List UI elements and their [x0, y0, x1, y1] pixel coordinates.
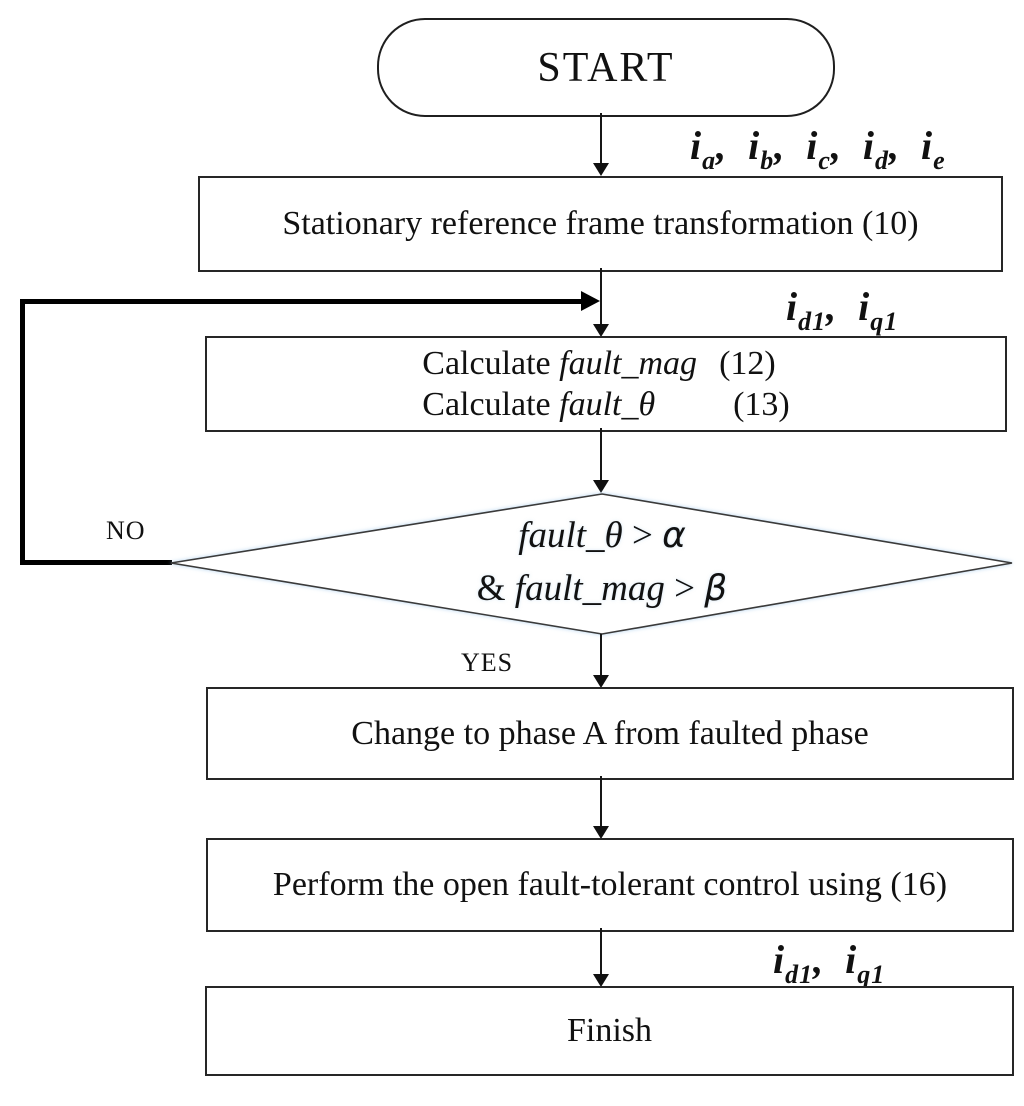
decision-line2: & fault_mag > β [476, 568, 728, 609]
label-phase-currents: ia, ib, ic, id, ie [690, 123, 946, 175]
node-change-phase-label: Change to phase A from faulted phase [351, 714, 869, 752]
arrowhead-right-icon [581, 291, 600, 311]
connector-start-transform [600, 113, 602, 165]
connector-no-loop-top [20, 299, 582, 304]
decision-line1: fault_θ > α [518, 515, 686, 556]
arrowhead-down-icon [593, 675, 609, 688]
node-decision-label: fault_θ > α & fault_mag > β [252, 509, 952, 615]
node-start-label: START [537, 44, 675, 91]
node-perform-control-label: Perform the open fault-tolerant control … [272, 866, 948, 904]
calculate-row1-text: Calculate fault_mag [422, 344, 698, 382]
label-dq-currents-out: id1, iq1 [773, 937, 886, 989]
equation-number-12: (12) [719, 344, 776, 382]
calculate-row2-text: Calculate fault_θ [422, 386, 656, 423]
connector-perform-finish [600, 928, 602, 975]
node-transform-label: Stationary reference frame transformatio… [282, 205, 919, 243]
arrowhead-down-icon [593, 480, 609, 493]
connector-no-loop-left [20, 299, 25, 565]
node-finish-label: Finish [566, 1012, 653, 1050]
arrowhead-down-icon [593, 324, 609, 337]
label-dq-currents-in: id1, iq1 [786, 284, 899, 336]
arrowhead-down-icon [593, 974, 609, 987]
arrowhead-down-icon [593, 163, 609, 176]
label-no: NO [106, 516, 146, 545]
arrowhead-down-icon [593, 826, 609, 839]
node-decision-shape [170, 493, 1013, 635]
calculate-rows: Calculate fault_mag (12) Calculate fault… [422, 344, 789, 424]
node-perform-control: Perform the open fault-tolerant control … [206, 838, 1014, 932]
connector-calculate-decision [600, 428, 602, 481]
node-change-phase: Change to phase A from faulted phase [206, 687, 1014, 780]
node-start: START [377, 18, 835, 117]
node-calculate: Calculate fault_mag (12) Calculate fault… [205, 336, 1007, 432]
node-transform: Stationary reference frame transformatio… [198, 176, 1003, 272]
connector-decision-change [600, 634, 602, 676]
node-finish: Finish [205, 986, 1014, 1076]
label-yes: YES [461, 648, 514, 677]
equation-number-13: (13) [733, 386, 790, 423]
connector-transform-calculate [600, 268, 602, 325]
connector-change-perform [600, 776, 602, 827]
connector-no-loop-bottom [20, 560, 172, 565]
